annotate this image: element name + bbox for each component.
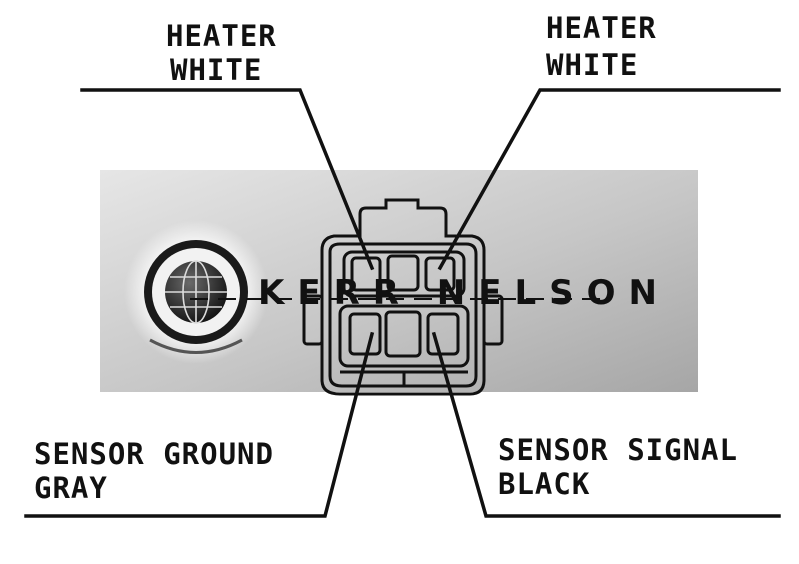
sensor-signal-line1: SENSOR SIGNAL [498,433,738,467]
leader-sensor-ground [24,331,375,518]
label-heater-left: HEATER WHITE [166,19,277,87]
connector-housing [302,198,504,396]
leader-heater-right [437,88,781,271]
sensor-ground-line2: GRAY [34,471,108,505]
heater-left-line1: HEATER [166,19,277,53]
leader-sensor-signal [431,331,781,518]
heater-left-line2: WHITE [170,53,262,87]
label-heater-right: HEATER WHITE [546,11,657,82]
heater-right-line1: HEATER [546,11,657,45]
sensor-ground-line1: SENSOR GROUND [34,437,274,471]
label-sensor-ground: SENSOR GROUND GRAY [34,437,274,505]
heater-right-line2: WHITE [546,48,638,82]
label-sensor-signal: SENSOR SIGNAL BLACK [498,433,738,501]
globe-logo-icon [124,220,268,364]
leader-lines [24,88,781,518]
sensor-signal-line2: BLACK [498,467,590,501]
leader-heater-left [80,88,375,271]
